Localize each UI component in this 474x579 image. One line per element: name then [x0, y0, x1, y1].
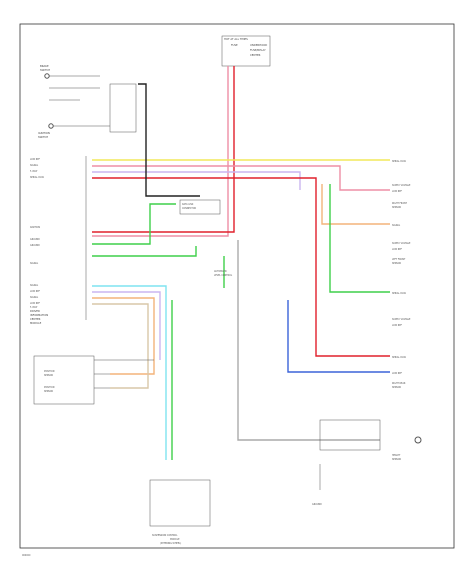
wire-tan: [92, 303, 149, 389]
pin-label: SIGNAL: [30, 296, 39, 299]
right-label: SUPPLY VOLTAGE: [392, 184, 411, 187]
brake-switch: BRAKE SWITCH: [40, 64, 100, 101]
pin-label: 5 VOLT: [30, 170, 38, 173]
component-label: LEFT FRONT: [392, 258, 406, 261]
connector-block-top: [109, 83, 137, 133]
fuse-block-label-1: HOT AT ALL TIMES: [224, 37, 248, 41]
height-sensor: HEIGHT SENSOR GROUND: [312, 419, 422, 506]
wires: [92, 66, 390, 460]
wire-red: [92, 66, 235, 233]
pin-label: 5 VOLT: [30, 306, 38, 309]
right-label: SERIAL DATA: [392, 160, 406, 163]
suspension-label-1: SUSPENSION CONTROL: [152, 534, 178, 537]
pin-label: SIGNAL: [30, 262, 39, 265]
level-control-label-1: AUTOMATIC: [214, 270, 227, 273]
wire-black: [138, 83, 200, 197]
pin-label: LOW REF: [30, 302, 41, 305]
module-label-1: DRIVER: [30, 309, 40, 313]
component-label: RIGHT FRONT: [392, 202, 408, 205]
pin-label: SERIAL DATA: [30, 176, 44, 179]
position-sensor-box: POSITION SENSOR POSITION SENSOR: [33, 355, 154, 405]
pin-label: LOW REF: [30, 290, 41, 293]
right-label: LOW REF: [392, 190, 403, 193]
right-label: SUPPLY VOLTAGE: [392, 242, 411, 245]
brake-switch-label-1: BRAKE: [40, 64, 49, 68]
wire-orange-2: [92, 297, 155, 375]
pin-label: GROUND: [30, 244, 40, 247]
diagram-frame: [19, 23, 455, 549]
pin-labels: LOW REF SIGNAL 5 VOLT SERIAL DATA IGNITI…: [30, 158, 44, 309]
fuse-block: HOT AT ALL TIMES FUSE UNDERHOOD FUSE/REL…: [221, 35, 271, 67]
fuse-block-label-5: CENTER: [250, 53, 261, 57]
suspension-module: SUSPENSION CONTROL MODULE (STEERING WHEE…: [149, 479, 211, 545]
wire-pink-2: [92, 165, 390, 191]
module-label-2: INFORMATION: [30, 313, 48, 317]
right-label: SUPPLY VOLTAGE: [392, 318, 411, 321]
wire-lavender-2: [92, 291, 161, 360]
component-label: RIGHT REAR: [392, 382, 406, 385]
wire-orange: [321, 184, 390, 225]
footer-code: 000000: [22, 554, 31, 557]
module-label-4: MODULE: [30, 321, 42, 325]
wire-gray: [237, 240, 380, 441]
sensor-label: SENSOR: [44, 374, 54, 377]
module-label-3: CENTER: [30, 317, 41, 321]
ignition-switch: IGNITION SWITCH: [38, 123, 110, 139]
component-label: SENSOR: [392, 206, 402, 209]
suspension-label-3: (STEERING WHEEL): [160, 542, 181, 545]
pin-label: SIGNAL: [30, 284, 39, 287]
right-label: SIGNAL: [392, 224, 401, 227]
component-label: SENSOR: [392, 386, 402, 389]
ignition-switch-label-2: SWITCH: [38, 135, 48, 139]
right-label: LOW REF: [392, 324, 403, 327]
wire-blue: [287, 300, 390, 373]
ignition-switch-label-1: IGNITION: [38, 131, 50, 135]
level-control-label-2: LEVEL CONTROL: [214, 274, 233, 277]
wire-pink: [92, 66, 229, 237]
fuse-block-label-3: UNDERHOOD: [250, 43, 267, 47]
wire-green-right: [329, 184, 390, 293]
right-label: LOW REF: [392, 248, 403, 251]
ground-label: GROUND: [312, 503, 322, 506]
pin-label: IGNITION: [30, 226, 40, 229]
pin-label: GROUND: [30, 238, 40, 241]
pin-label: LOW REF: [30, 158, 41, 161]
right-components: RIGHT FRONT SENSOR LEFT FRONT SENSOR RIG…: [392, 202, 408, 389]
fuse-block-label-4: FUSE/RELAY: [250, 48, 266, 52]
pin-label: SIGNAL: [30, 164, 39, 167]
wire-green-2: [92, 246, 197, 257]
middle-components: DATA LINK CONNECTOR AUTOMATIC LEVEL CONT…: [179, 199, 233, 277]
right-label: SERIAL DATA: [392, 356, 406, 359]
fuse-block-label-2: FUSE: [231, 43, 238, 47]
data-link-label-1: DATA LINK: [182, 203, 194, 206]
wire-lavender: [92, 171, 301, 190]
wire-cyan: [92, 285, 167, 460]
data-link-label-2: CONNECTOR: [182, 207, 196, 210]
wire-green: [92, 203, 176, 245]
height-sensor-label-1: HEIGHT: [392, 454, 401, 457]
wire-red-right: [92, 177, 390, 357]
sensor-label: SENSOR: [44, 390, 54, 393]
sensor-label: POSITION: [44, 386, 55, 389]
brake-switch-label-2: SWITCH: [40, 68, 50, 72]
right-labels: SERIAL DATA SUPPLY VOLTAGE LOW REF SIGNA…: [392, 160, 411, 375]
height-sensor-label-2: SENSOR: [392, 458, 402, 461]
module-block: DRIVER INFORMATION CENTER MODULE: [30, 156, 87, 325]
component-label: SENSOR: [392, 262, 402, 265]
suspension-label-2: MODULE: [170, 538, 180, 541]
right-label: SERIAL DATA: [392, 292, 406, 295]
sensor-label: POSITION: [44, 370, 55, 373]
right-label: LOW REF: [392, 372, 403, 375]
